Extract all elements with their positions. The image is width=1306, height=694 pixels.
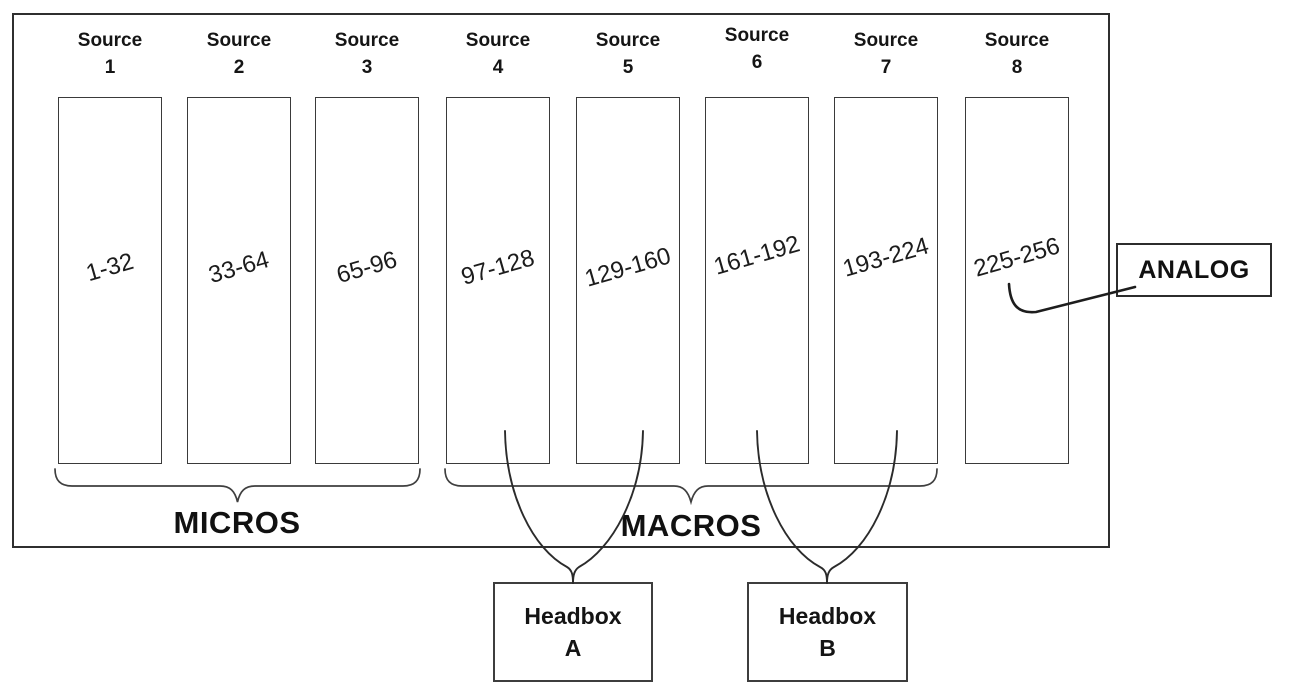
source-1-range: 1-32 <box>83 247 137 288</box>
source-3-range: 65-96 <box>333 246 401 289</box>
source-7-range: 193-224 <box>839 232 932 283</box>
source-7-column: 193-224 <box>834 97 938 464</box>
source-1-number: 1 <box>104 57 116 78</box>
source-2-number: 2 <box>233 57 245 78</box>
headbox-a-title: Headbox <box>524 602 622 629</box>
headbox-b-title: Headbox <box>778 602 877 629</box>
source-2-column: 33-64 <box>187 97 291 464</box>
source-6-column: 161-192 <box>705 97 809 464</box>
source-6-name: Source <box>724 25 790 46</box>
analog-label: ANALOG <box>1138 255 1250 284</box>
source-3-name: Source <box>334 30 400 51</box>
source-4-name: Source <box>465 30 531 51</box>
source-8-column: 225-256 <box>965 97 1069 464</box>
headbox-b-box: Headbox B <box>747 582 908 682</box>
source-1-name: Source <box>77 30 143 51</box>
source-8-number: 8 <box>1011 57 1023 78</box>
source-4-number: 4 <box>492 57 504 78</box>
source-2-name: Source <box>206 30 272 51</box>
source-7-name: Source <box>853 30 919 51</box>
source-2-range: 33-64 <box>205 246 273 289</box>
source-7-label: Source 7 <box>831 27 941 81</box>
source-2-label: Source 2 <box>184 27 294 81</box>
headbox-b-id: B <box>819 634 836 661</box>
source-7-number: 7 <box>880 57 892 78</box>
source-6-label: Source 6 <box>702 22 812 76</box>
source-5-label: Source 5 <box>573 27 683 81</box>
source-8-range: 225-256 <box>970 232 1063 283</box>
source-3-number: 3 <box>361 57 373 78</box>
headbox-a-box: Headbox A <box>493 582 653 682</box>
source-5-column: 129-160 <box>576 97 680 464</box>
source-5-number: 5 <box>622 57 634 78</box>
source-5-name: Source <box>595 30 661 51</box>
source-3-label: Source 3 <box>312 27 422 81</box>
source-8-name: Source <box>984 30 1050 51</box>
source-3-column: 65-96 <box>315 97 419 464</box>
micros-group-label: MICROS <box>173 505 301 540</box>
source-4-column: 97-128 <box>446 97 550 464</box>
source-4-range: 97-128 <box>458 244 538 291</box>
source-6-number: 6 <box>751 52 763 73</box>
macros-group-label: MACROS <box>620 508 762 543</box>
analog-box: ANALOG <box>1116 243 1272 297</box>
source-1-label: Source 1 <box>55 27 165 81</box>
source-6-range: 161-192 <box>710 230 803 281</box>
source-1-column: 1-32 <box>58 97 162 464</box>
sources-enclosure-rect <box>12 13 1110 548</box>
source-8-label: Source 8 <box>962 27 1072 81</box>
source-5-range: 129-160 <box>581 242 674 293</box>
source-4-label: Source 4 <box>443 27 553 81</box>
headbox-a-id: A <box>564 634 582 661</box>
